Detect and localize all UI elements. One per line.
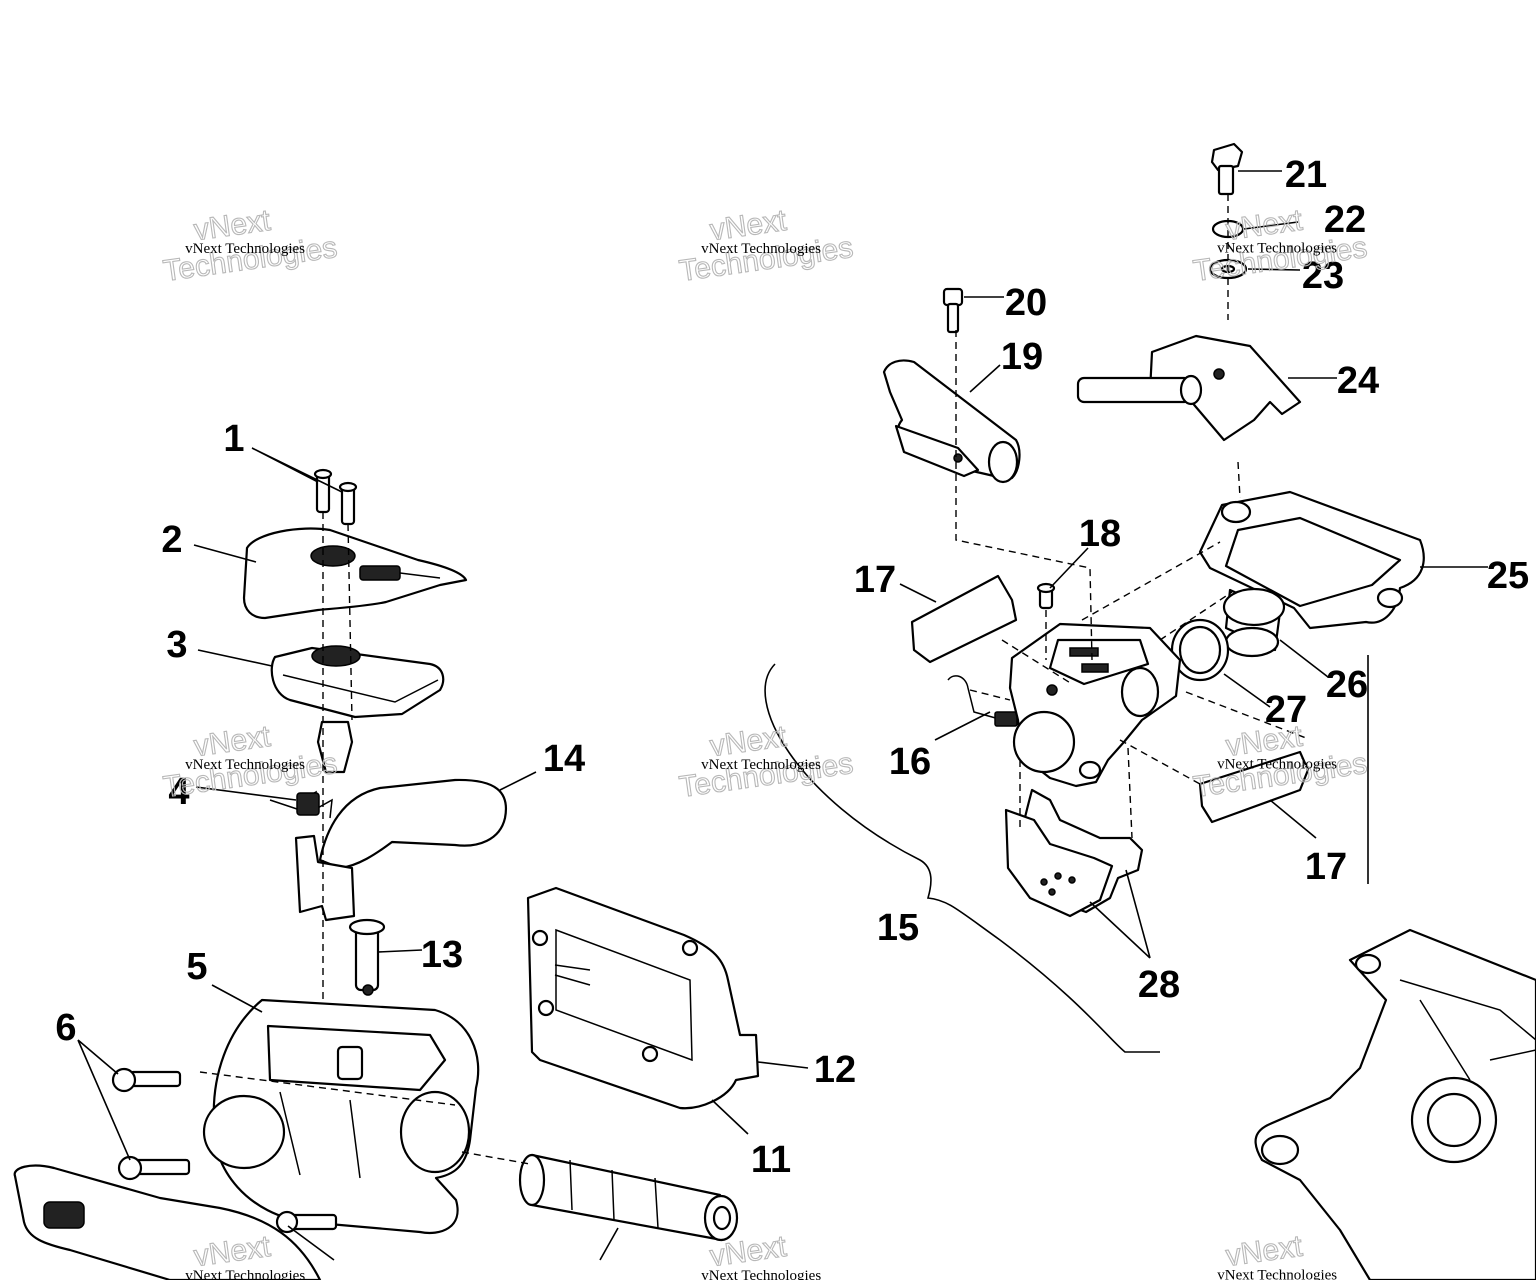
- svg-text:vNext Technologies: vNext Technologies: [1217, 1268, 1337, 1280]
- svg-text:vNext Technologies: vNext Technologies: [701, 1268, 821, 1280]
- callout-20: 20: [1005, 282, 1047, 324]
- hand-lever: [13, 1164, 322, 1280]
- callout-19: 19: [1001, 336, 1043, 378]
- part-21-bolt: [1210, 142, 1244, 196]
- part-2-reservoir-cover: [242, 527, 468, 620]
- svg-text:vNext: vNext: [1224, 1230, 1305, 1273]
- part-5-housing: [202, 998, 480, 1234]
- part-25-frame: [1198, 490, 1425, 630]
- lever-badge: [43, 1201, 85, 1229]
- mounting-knuckle: [1254, 928, 1536, 1280]
- svg-text:vNext Technologies: vNext Technologies: [701, 241, 821, 257]
- part-12-reservoir-body: [526, 886, 760, 1110]
- part-28-brake-pads: [1004, 788, 1144, 918]
- part-24-bracket: [1076, 334, 1302, 442]
- part-20-screw: [942, 287, 964, 334]
- part-17-shim-upper: [910, 574, 1018, 664]
- callout-16: 16: [889, 741, 931, 783]
- callout-5: 5: [186, 946, 207, 988]
- part-27-seal-ring: [1170, 618, 1230, 682]
- callout-26: 26: [1326, 664, 1368, 706]
- part-13-pin: [348, 918, 386, 996]
- callout-14: 14: [543, 738, 585, 780]
- watermark-mid-left: vNext Technologies vNext Technologies: [161, 719, 340, 804]
- svg-text:vNext Technologies: vNext Technologies: [1217, 757, 1337, 773]
- part-15-caliper-body: [1008, 622, 1182, 788]
- callout-13: 13: [421, 934, 463, 976]
- watermark-top-left: vNext Technologies vNext Technologies: [161, 203, 340, 288]
- part-18-bleeder: [1036, 582, 1056, 610]
- part-17-shim-lower: [1198, 750, 1310, 824]
- watermark-mid-center: vNext Technologies vNext Technologies: [677, 719, 856, 804]
- callout-25: 25: [1487, 555, 1529, 597]
- callout-numbers: 1 2 3 4 5 6 11 12 13 14 15 16 17 17 18 1…: [55, 154, 1529, 1181]
- leader-lines: [77, 170, 1488, 1261]
- callout-4: 4: [168, 771, 189, 813]
- callout-21: 21: [1285, 154, 1327, 196]
- callout-17-upper: 17: [854, 559, 896, 601]
- callout-18: 18: [1079, 513, 1121, 555]
- callout-3: 3: [166, 624, 187, 666]
- callout-28: 28: [1138, 964, 1180, 1006]
- watermark-mid-right: vNext Technologies vNext Technologies: [1191, 719, 1370, 804]
- watermark-top-center: vNext Technologies vNext Technologies: [677, 203, 856, 288]
- callout-11: 11: [751, 1139, 791, 1181]
- callout-27: 27: [1265, 689, 1307, 731]
- callout-15: 15: [877, 907, 919, 949]
- plunger-part: [316, 720, 354, 774]
- callout-23: 23: [1302, 255, 1344, 297]
- callout-1: 1: [223, 418, 244, 460]
- part-4-spring: [269, 790, 333, 819]
- callout-2: 2: [161, 519, 182, 561]
- callout-6: 6: [55, 1007, 76, 1049]
- callout-22: 22: [1324, 199, 1366, 241]
- part-26-piston: [1222, 587, 1286, 658]
- callout-24: 24: [1337, 360, 1379, 402]
- callout-12: 12: [814, 1049, 856, 1091]
- part-10-sleeve: [518, 1153, 739, 1242]
- part-14-lever-arm: [294, 778, 508, 922]
- svg-text:vNext Technologies: vNext Technologies: [185, 1268, 305, 1280]
- svg-text:vNext Technologies: vNext Technologies: [185, 241, 305, 257]
- watermark-bottom-right: vNext vNext Technologies: [1217, 1229, 1337, 1280]
- part-6-screws: [111, 1067, 338, 1234]
- callout-17-lower: 17: [1305, 846, 1347, 888]
- svg-text:vNext Technologies: vNext Technologies: [185, 757, 305, 773]
- part-3-diaphragm: [270, 645, 445, 719]
- part-1-screws: [313, 468, 358, 526]
- part-19-banjo-fitting: [882, 359, 1021, 484]
- bracket-15-outline: [764, 663, 1160, 1053]
- svg-text:vNext Technologies: vNext Technologies: [1217, 241, 1337, 257]
- svg-text:vNext Technologies: vNext Technologies: [701, 757, 821, 773]
- part-16-pad-pin: [947, 675, 1018, 727]
